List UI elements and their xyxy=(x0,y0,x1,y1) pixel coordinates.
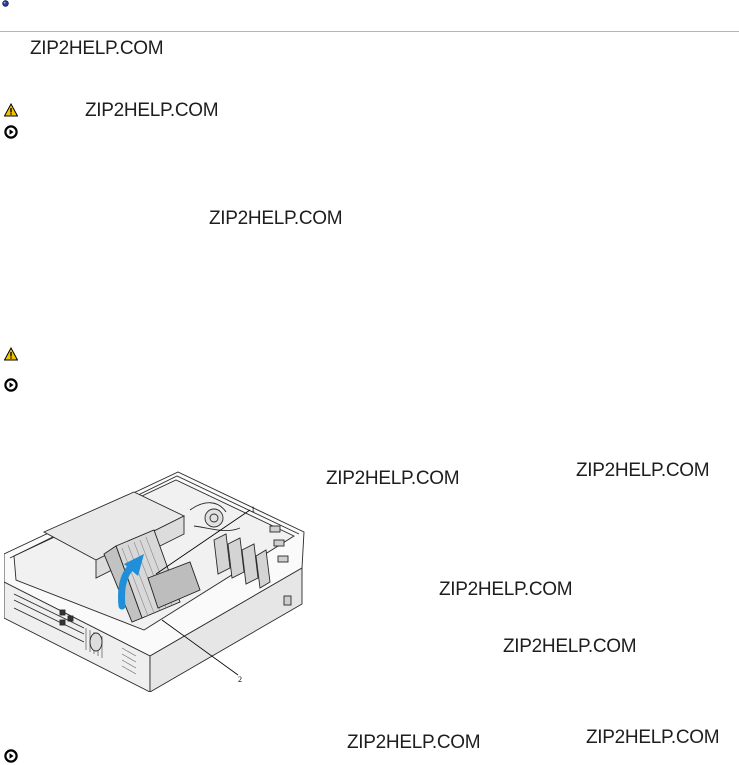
callout-2: 2 xyxy=(238,675,242,684)
header-divider xyxy=(0,31,739,32)
bullet-icon xyxy=(2,0,9,7)
watermark: ZIP2HELP.COM xyxy=(576,460,710,481)
chassis-illustration: 1 2 xyxy=(4,471,305,692)
watermark: ZIP2HELP.COM xyxy=(439,579,573,600)
watermark: ZIP2HELP.COM xyxy=(586,727,720,748)
watermark: ZIP2HELP.COM xyxy=(326,468,460,489)
watermark: ZIP2HELP.COM xyxy=(30,38,164,59)
callout-1: 1 xyxy=(251,505,255,514)
caution-icon xyxy=(4,103,18,117)
watermark: ZIP2HELP.COM xyxy=(503,636,637,657)
watermark: ZIP2HELP.COM xyxy=(347,732,481,753)
watermark: ZIP2HELP.COM xyxy=(209,208,343,229)
caution-icon xyxy=(4,347,18,361)
notice-icon xyxy=(4,125,18,139)
notice-icon xyxy=(4,749,18,763)
watermark: ZIP2HELP.COM xyxy=(85,100,219,121)
notice-icon xyxy=(4,378,18,392)
